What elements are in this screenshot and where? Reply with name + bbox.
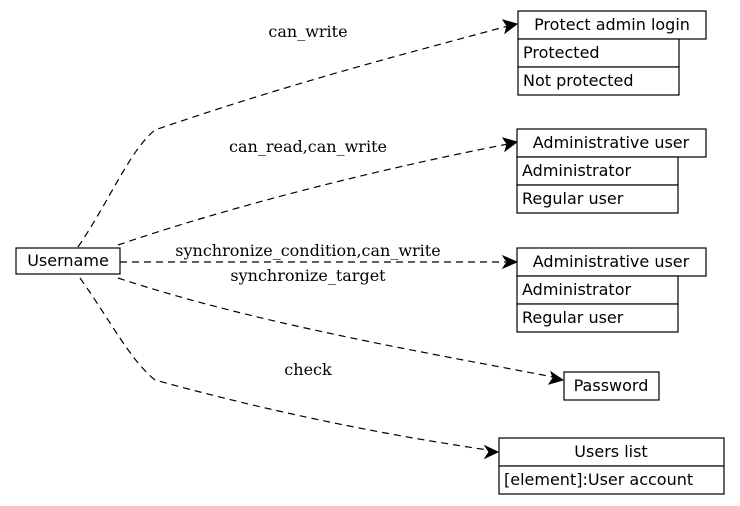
edge-label-can-read-can-write: can_read,can_write [229,137,387,156]
node-administrative-user-1[interactable]: Administrative user Administrator Regula… [516,128,707,214]
arrowhead-password [547,370,565,385]
node-administrative-user-1-title: Administrative user [533,133,690,152]
node-administrative-user-2-row: Regular user [522,308,624,327]
edge-label-synchronize-target: synchronize_target [230,266,386,285]
edge-label-synchronize-condition: synchronize_condition,can_write [175,241,440,260]
edges [77,19,565,460]
node-protect-admin-login-row: Protected [523,43,600,62]
edge-label-check: check [284,360,332,379]
node-administrative-user-2-title: Administrative user [533,252,690,271]
node-protect-admin-login-row: Not protected [523,71,633,90]
node-password[interactable]: Password [563,371,660,401]
node-administrative-user-1-row: Regular user [522,189,624,208]
arrowhead-administrative-user-2 [501,254,519,270]
node-users-list-title: Users list [574,442,647,461]
node-password-title: Password [574,376,649,395]
node-username[interactable]: Username [15,247,121,275]
edge-labels: can_write can_read,can_write synchronize… [175,22,440,379]
node-username-label: Username [27,251,109,270]
node-protect-admin-login[interactable]: Protect admin login Protected Not protec… [517,10,707,96]
edge-label-can-write: can_write [268,22,347,41]
arrowhead-protect-admin-login [501,19,519,35]
edge-to-users-list [79,277,489,451]
node-administrative-user-2-row: Administrator [522,280,631,299]
edge-to-protect-admin-login [77,25,509,248]
arrowhead-administrative-user-1 [501,137,519,153]
edge-to-administrative-user-1 [117,143,509,246]
node-administrative-user-2[interactable]: Administrative user Administrator Regula… [516,247,707,333]
arrowhead-users-list [483,444,500,460]
node-protect-admin-login-title: Protect admin login [534,15,690,34]
node-users-list[interactable]: Users list [element]:User account [498,437,725,495]
edge-to-password [117,277,554,378]
node-administrative-user-1-row: Administrator [522,161,631,180]
node-users-list-row: [element]:User account [504,470,693,489]
